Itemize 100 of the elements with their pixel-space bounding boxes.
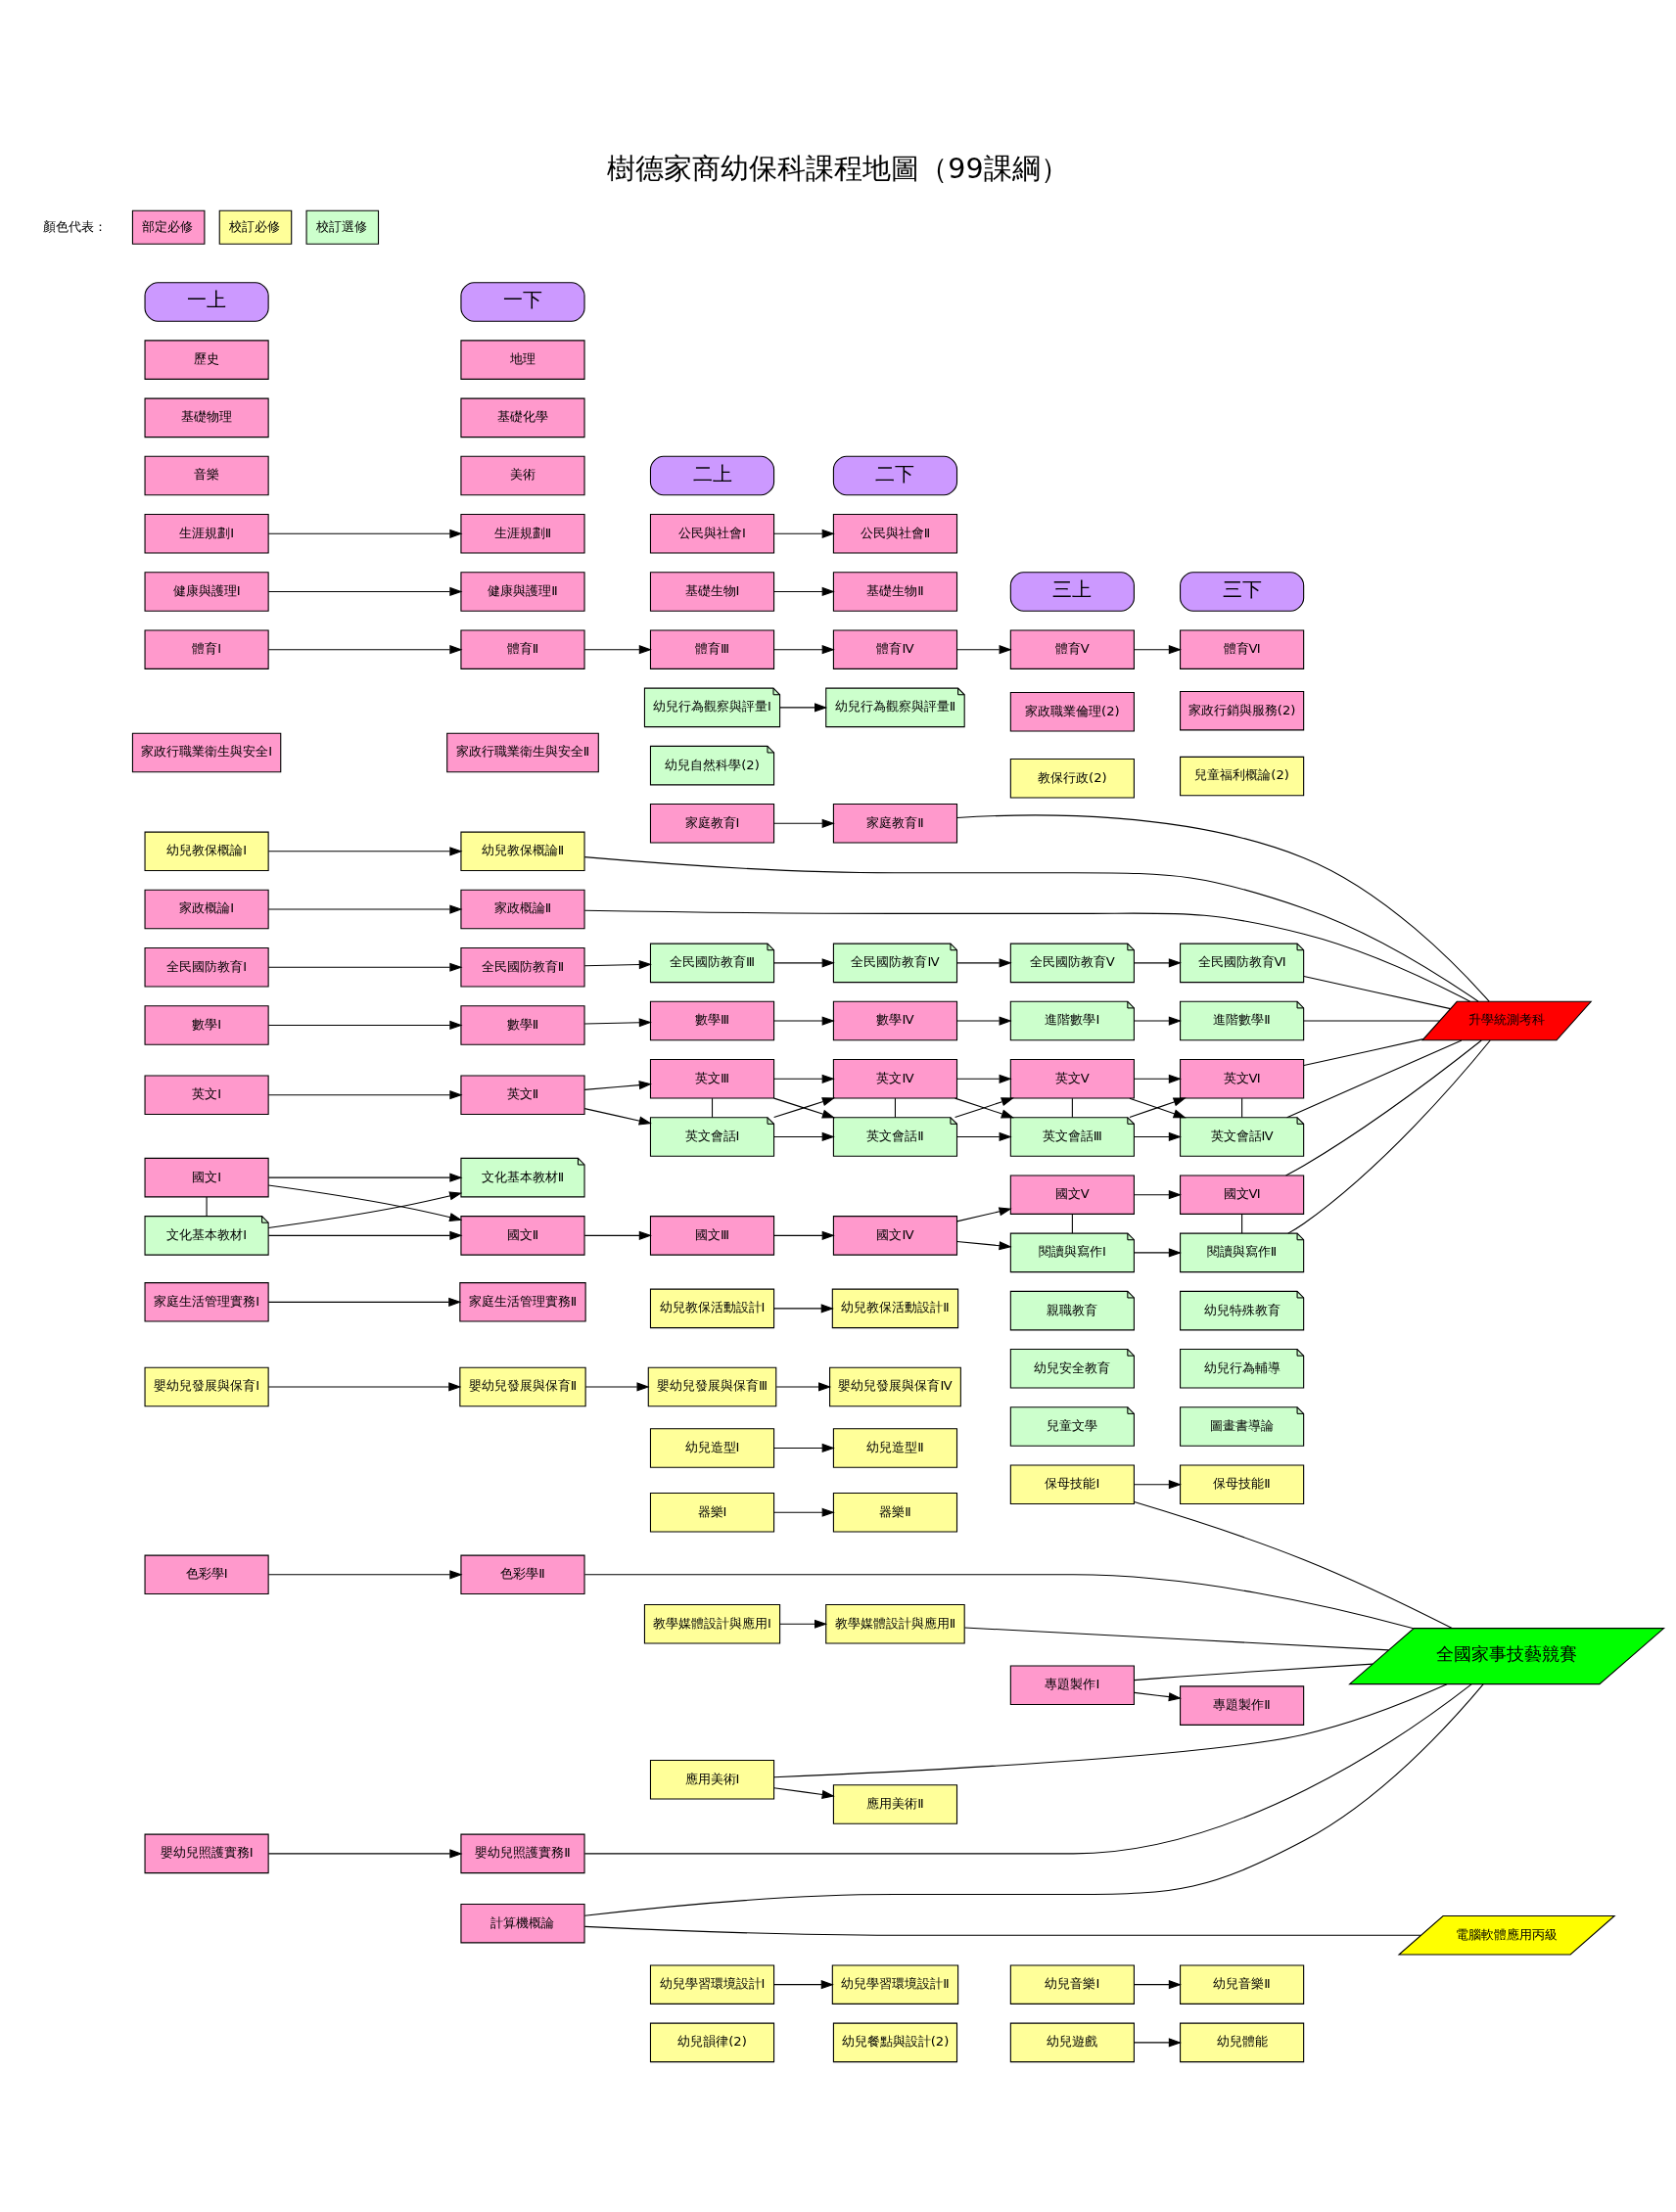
arrow	[1129, 1097, 1187, 1118]
arrow	[1134, 1015, 1182, 1026]
node-box: 公民與社會Ⅰ	[649, 513, 775, 554]
arrow	[956, 1240, 1012, 1250]
node-box: 幼兒教保活動設計Ⅱ	[831, 1288, 959, 1328]
arrow	[956, 957, 1012, 967]
arrow	[1134, 644, 1182, 654]
arrow	[773, 1303, 834, 1313]
arrow	[1134, 1074, 1182, 1083]
arrow	[956, 1131, 1012, 1141]
node-box: 體育Ⅴ	[1009, 628, 1135, 669]
arrow	[779, 1619, 828, 1629]
arrow	[267, 1848, 463, 1858]
connector	[1241, 1097, 1243, 1118]
node-box: 國文Ⅵ	[1180, 1174, 1305, 1215]
connector	[1241, 1213, 1243, 1234]
node-box: 地理	[460, 339, 585, 380]
node-box: 生涯規劃Ⅰ	[144, 513, 269, 554]
arrow	[267, 1569, 463, 1579]
arrow	[583, 644, 652, 654]
connector	[1071, 1213, 1073, 1234]
arrow	[267, 1381, 462, 1392]
node-box: 歷史	[144, 339, 269, 380]
node-box: 計算機概論	[460, 1903, 585, 1943]
node-box: 幼兒教保活動設計Ⅰ	[649, 1288, 775, 1328]
connector	[1303, 975, 1452, 1009]
arrow	[773, 1443, 835, 1452]
arrow	[775, 1381, 832, 1392]
connector	[1134, 1500, 1453, 1629]
arrow	[267, 1020, 463, 1030]
node-box: 家庭教育Ⅰ	[649, 803, 775, 844]
node-box: 國文Ⅳ	[832, 1215, 958, 1256]
node-box: 保母技能Ⅱ	[1180, 1463, 1305, 1504]
arrow	[267, 1173, 463, 1182]
connector	[1286, 1038, 1463, 1118]
arrow	[267, 903, 463, 914]
arrow	[583, 959, 652, 969]
connector	[583, 1573, 1415, 1629]
connector	[894, 1097, 896, 1118]
node-box: 音樂	[144, 455, 269, 495]
node-box: 幼兒教保概論Ⅰ	[144, 831, 269, 871]
connector	[1303, 1020, 1440, 1022]
node-box: 英文Ⅰ	[144, 1074, 269, 1115]
node-box: 健康與護理Ⅱ	[460, 571, 585, 612]
node-box: 一下	[460, 281, 585, 322]
arrow	[267, 846, 463, 855]
arrow	[267, 962, 463, 972]
node-box: 家政職業倫理(2)	[1009, 691, 1135, 732]
node-box: 體育Ⅵ	[1180, 628, 1305, 669]
node-box: 家政行職業衛生與安全Ⅰ	[131, 732, 282, 772]
node-box: 二下	[832, 455, 958, 495]
arrow	[1134, 1189, 1182, 1199]
node-box: 應用美術Ⅰ	[649, 1759, 775, 1800]
connector	[583, 909, 1471, 1002]
node-box: 兒童福利概論(2)	[1180, 756, 1305, 796]
arrow	[1134, 1131, 1182, 1141]
arrow	[773, 1015, 835, 1026]
arrow	[773, 1507, 835, 1517]
node-box: 器樂Ⅰ	[649, 1492, 775, 1532]
arrow	[773, 586, 835, 596]
arrow	[773, 1979, 834, 1989]
arrow	[956, 644, 1012, 654]
arrow	[773, 1230, 835, 1240]
connector	[583, 855, 1479, 1002]
node-box: 嬰幼兒發展與保育Ⅳ	[829, 1366, 961, 1406]
arrow	[1134, 1979, 1182, 1989]
node-box: 色彩學Ⅰ	[144, 1554, 269, 1594]
arrow	[267, 1089, 463, 1099]
node-box: 保母技能Ⅰ	[1009, 1463, 1135, 1504]
node-box: 英文Ⅴ	[1009, 1058, 1135, 1099]
arrow	[956, 1206, 1012, 1221]
arrow	[773, 818, 835, 828]
node-box: 幼兒音樂Ⅱ	[1180, 1963, 1305, 2005]
connector	[206, 1196, 208, 1217]
node-box: 幼兒體能	[1180, 2022, 1305, 2062]
arrow	[773, 1074, 835, 1083]
legend-label: 校訂選修	[315, 218, 367, 234]
node-box: 三下	[1180, 571, 1305, 612]
node-box: 幼兒造型Ⅱ	[832, 1427, 958, 1468]
node-box: 國文Ⅲ	[649, 1215, 775, 1256]
arrow	[956, 1074, 1012, 1083]
node-box: 嬰幼兒發展與保育Ⅰ	[144, 1366, 269, 1406]
arrow	[583, 1080, 652, 1090]
connector	[1303, 1037, 1424, 1066]
node-box: 數學Ⅰ	[144, 1004, 269, 1045]
connector	[1071, 1097, 1073, 1118]
node-box: 家政概論Ⅱ	[460, 889, 585, 929]
node-box: 幼兒餐點與設計(2)	[832, 2022, 958, 2062]
node-box: 數學Ⅳ	[832, 1000, 958, 1040]
node-box: 幼兒學習環境設計Ⅰ	[649, 1963, 775, 2005]
node-box: 一上	[144, 281, 269, 322]
connector	[956, 813, 1490, 1002]
arrow	[956, 1015, 1012, 1026]
arrow	[1134, 957, 1182, 967]
arrow	[267, 1184, 463, 1221]
node-box: 二上	[649, 455, 775, 495]
node-box: 英文Ⅵ	[1180, 1058, 1305, 1099]
node-box: 生涯規劃Ⅱ	[460, 513, 585, 554]
connector	[583, 1925, 1421, 1936]
connector	[583, 1682, 1484, 1916]
